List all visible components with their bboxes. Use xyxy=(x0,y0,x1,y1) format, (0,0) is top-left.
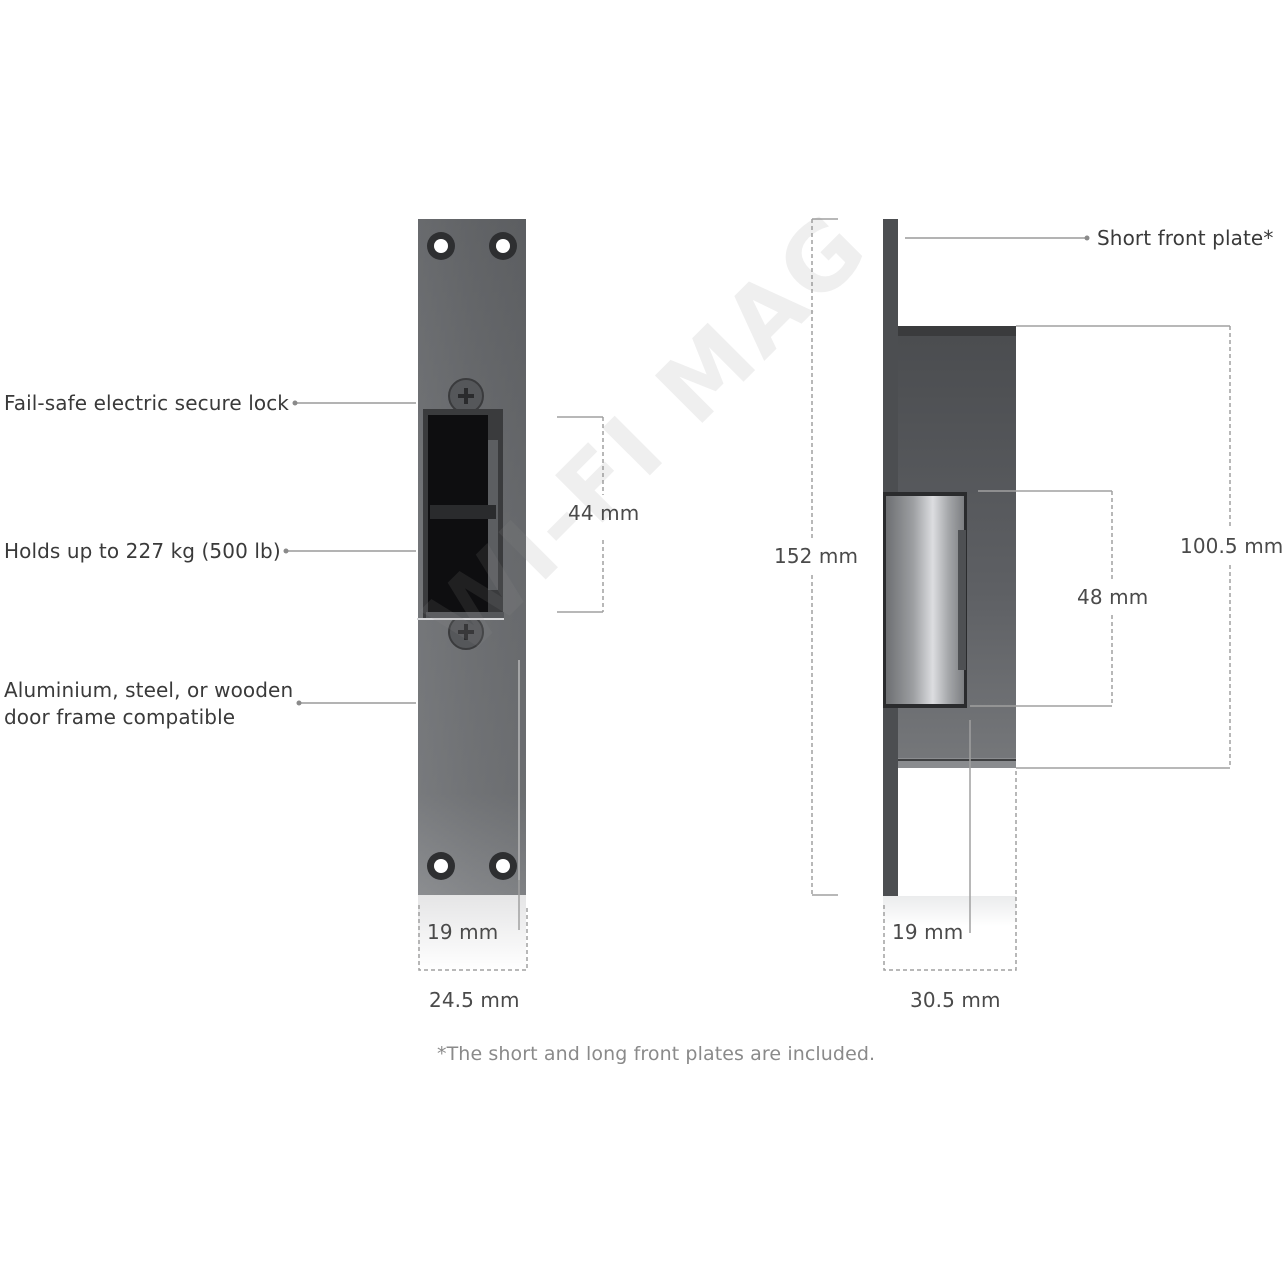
screw-icon xyxy=(448,614,484,650)
callout-frame-line1: Aluminium, steel, or wooden xyxy=(4,678,294,702)
dim-plate-height: 152 mm xyxy=(774,544,859,568)
dim-body-height: 100.5 mm xyxy=(1180,534,1284,558)
keeper-opening xyxy=(423,409,504,620)
mounting-hole-icon xyxy=(489,852,517,880)
mounting-hole-icon xyxy=(427,232,455,260)
dim-strike-depth: 19 mm xyxy=(427,920,499,944)
callout-lines xyxy=(283,235,1090,706)
callout-short-plate: Short front plate* xyxy=(1097,226,1274,250)
dim-keeper-height: 44 mm xyxy=(568,501,640,525)
dim-side-depth: 19 mm xyxy=(892,920,964,944)
strike-front-view xyxy=(417,219,526,970)
dim-body-depth: 30.5 mm xyxy=(910,988,1001,1012)
latch xyxy=(883,492,967,708)
callout-frame-line2: door frame compatible xyxy=(4,705,236,729)
footnote: *The short and long front plates are inc… xyxy=(437,1043,876,1065)
dim-latch-height: 48 mm xyxy=(1077,585,1149,609)
strike-side-view xyxy=(883,219,1016,926)
mounting-hole-icon xyxy=(427,852,455,880)
mounting-hole-icon xyxy=(489,232,517,260)
dimension-lines xyxy=(418,218,1231,971)
callout-holds: Holds up to 227 kg (500 lb) xyxy=(4,539,281,563)
dim-strike-width: 24.5 mm xyxy=(429,988,520,1012)
screw-icon xyxy=(448,378,484,414)
callout-fail-safe: Fail-safe electric secure lock xyxy=(4,391,289,415)
